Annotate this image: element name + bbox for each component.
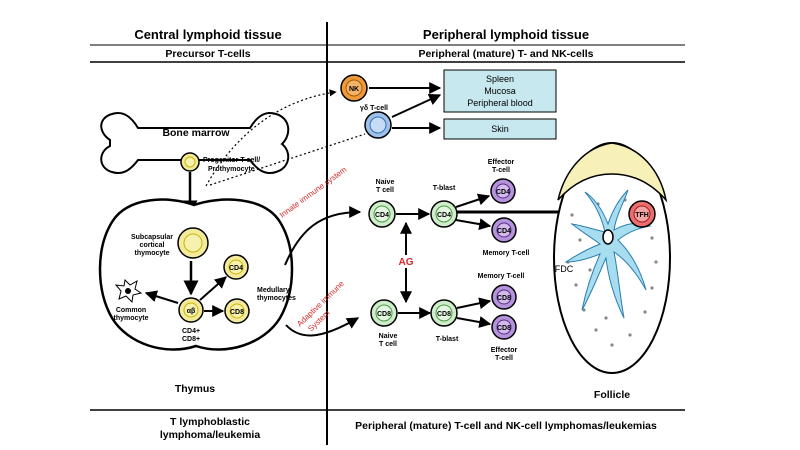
nk-cell (340, 74, 368, 102)
peripheral-header: Peripheral lymphoid tissue (423, 27, 589, 42)
ag-label: AG (399, 257, 414, 268)
arrow-blast-to-effector-cd4 (455, 193, 491, 208)
naive-top-label-2: T cell (376, 187, 394, 194)
effector-bottom-label-1: Effector (491, 347, 518, 354)
footer-left-2: lymphoma/leukemia (160, 429, 261, 441)
effector-cd4-cell (490, 178, 516, 204)
mucosa-label: Mucosa (484, 86, 516, 96)
gd-label: γδ T-cell (360, 105, 388, 112)
arrow-blast-to-memory-cd4 (455, 218, 492, 231)
memory-top-label: Memory T-cell (483, 250, 530, 257)
innate-label: Innate immune system (278, 165, 349, 220)
skin-box (443, 118, 557, 140)
thymus-title: Thymus (175, 383, 215, 395)
memory-cd4-label: CD4 (497, 228, 511, 235)
gd-t-cell (364, 111, 392, 139)
arrow-blast-to-memory-cd8 (456, 297, 492, 310)
spleen-label: Spleen (486, 74, 514, 84)
common-label-1: Common (116, 307, 146, 314)
skin-label: Skin (491, 124, 509, 134)
effector-cd8-cell (491, 314, 517, 340)
peripheral-blood-label: Peripheral blood (467, 98, 533, 108)
dotted-line-to-gd (209, 133, 366, 186)
subcapsular-label-2: cortical (140, 242, 165, 249)
effector-top-label-1: Effector (488, 159, 515, 166)
naive-cd8-cell (370, 299, 398, 327)
medullary-label-2: thymocytes (257, 295, 296, 302)
naive-cd8-label: CD8 (377, 311, 391, 318)
fdc-cell (564, 189, 652, 319)
bone-marrow-title: Bone marrow (162, 127, 230, 139)
effector-bottom-label-2: T-cell (495, 355, 513, 362)
naive-cd4-label: CD4 (375, 212, 389, 219)
follicle-title: Follicle (594, 389, 630, 401)
arrow-gd-to-spleen (391, 94, 442, 118)
effector-top-label-2: T-cell (492, 167, 510, 174)
cd4cd8-label-1: CD4+ (182, 328, 200, 335)
naive-cd4-cell (368, 200, 396, 228)
cd8-medullary-label: CD8 (230, 309, 244, 316)
subcapsular-label-3: thymocyte (134, 250, 169, 257)
central-header: Central lymphoid tissue (134, 27, 281, 42)
tblast-cd4-cell (430, 200, 458, 228)
fdc-label: FDC (555, 264, 574, 274)
table-grid (90, 22, 685, 445)
memory-bottom-label: Memory T-cell (478, 273, 525, 280)
common-label-2: thymocyte (113, 315, 148, 322)
progenitor-label-2: Prothymocyte (208, 166, 255, 173)
cd8-medullary-cell (224, 298, 250, 324)
progenitor-label-1: Progenitor T-cell/ (203, 157, 260, 164)
bone-marrow (100, 112, 290, 174)
ab-thymocyte (178, 297, 204, 323)
medullary-label-1: Medullary (257, 287, 290, 294)
arrow-thymus-to-naive-cd4 (284, 206, 362, 266)
dotted-arrow-to-nk (205, 89, 337, 187)
tblast-top-label: T-blast (433, 185, 456, 192)
footer-left-1: T lymphoblastic (170, 416, 250, 428)
arrow-ab-to-common (144, 290, 179, 304)
peripheral-subheader: Peripheral (mature) T- and NK-cells (418, 48, 593, 60)
progenitor-cell (180, 152, 200, 172)
tfh-cell (628, 200, 656, 228)
cd4-medullary-cell (223, 254, 249, 280)
memory-cd4-cell (491, 217, 517, 243)
footer-right: Peripheral (mature) T-cell and NK-cell l… (355, 420, 657, 432)
memory-cd8-cell (491, 284, 517, 310)
central-subheader: Precursor T-cells (165, 48, 250, 60)
arrow-blast-to-effector-cd8 (456, 316, 492, 328)
effector-cd8-label: CD8 (497, 325, 511, 332)
subcapsular-label-1: Subcapsular (131, 234, 173, 241)
tblast-cd8-cell (430, 299, 458, 327)
tblast-cd8-label: CD8 (437, 311, 451, 318)
subcapsular-thymocyte (177, 227, 209, 259)
arrow-ab-to-cd4 (199, 276, 227, 301)
effector-cd4-label: CD4 (496, 189, 510, 196)
tblast-cd4-label: CD4 (437, 212, 451, 219)
naive-bottom-label-2: T cell (379, 341, 397, 348)
spleen-box (443, 69, 557, 113)
naive-top-label-1: Naive (376, 179, 395, 186)
tblast-bottom-label: T-blast (436, 336, 459, 343)
nk-label: NK (349, 86, 359, 93)
cd4cd8-label-2: CD8+ (182, 336, 200, 343)
cd4-medullary-label: CD4 (229, 265, 243, 272)
memory-cd8-label: CD8 (497, 295, 511, 302)
common-thymocyte (114, 278, 143, 304)
ab-label: αβ (187, 308, 196, 315)
arrow-thymus-to-naive-cd8 (285, 317, 360, 337)
tfh-label: TFH (635, 212, 649, 219)
naive-bottom-label-1: Naive (379, 333, 398, 340)
